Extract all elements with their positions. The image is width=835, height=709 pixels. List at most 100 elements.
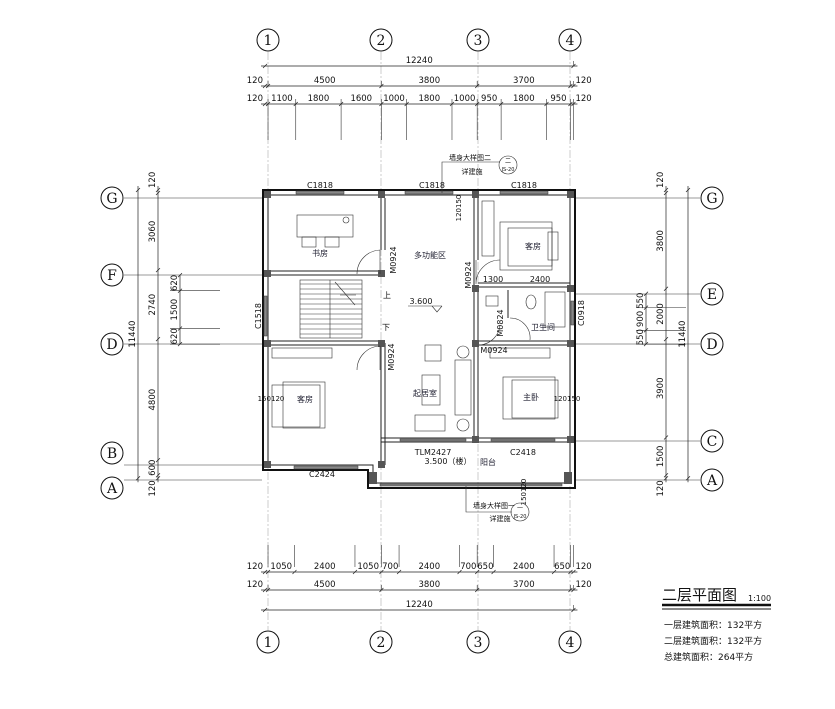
- door-label: M0924: [480, 346, 507, 355]
- dimension-label: 1600: [350, 94, 372, 104]
- axis-label-column: 2: [377, 33, 386, 49]
- dimension-label: 3060: [148, 221, 158, 243]
- axis-label-row: A: [106, 481, 118, 497]
- dimension-label: 120: [148, 480, 158, 496]
- dimension-tick: [643, 291, 649, 297]
- room-balcony: 阳台: [480, 457, 496, 467]
- walls: [262, 189, 576, 489]
- callout-ref: 详建施: [462, 167, 483, 176]
- axis-bubble: [100, 441, 124, 465]
- dimension-label: 4500: [314, 580, 336, 590]
- axis-bubble: [700, 332, 724, 356]
- dimension-label: 650: [554, 562, 570, 572]
- wall-thickness-label: 120150: [455, 195, 463, 222]
- window-label: C2424: [309, 470, 335, 479]
- axis-bubble: [256, 28, 280, 52]
- dimension-label: 2400: [314, 562, 336, 572]
- axis-label-row: D: [106, 337, 117, 353]
- stair-arrow: [334, 281, 356, 306]
- plan-labels: C1818 C1818 C1818 C1518 C0918 C2424 C241…: [254, 181, 586, 505]
- axis-bubble: [466, 28, 490, 52]
- dimension-label: 1000: [454, 94, 476, 104]
- dimension-label: 4800: [148, 389, 158, 411]
- window-label: C1818: [307, 181, 333, 190]
- furniture: [271, 214, 566, 432]
- dimension-label: 550: [636, 329, 646, 345]
- axis-label-row: C: [707, 434, 718, 450]
- room-study: 书房: [312, 248, 328, 258]
- axis-label-column: 3: [474, 635, 483, 651]
- dimension-label: 1500: [656, 446, 666, 468]
- dimension-label: 1800: [418, 94, 440, 104]
- dimension-label: 11440: [678, 321, 688, 348]
- dimension-tick: [663, 435, 669, 440]
- dimension-label: 1100: [271, 94, 293, 104]
- room-multi-function: 多功能区: [414, 250, 446, 260]
- dimension-tick: [155, 476, 161, 481]
- dimension-label: 620: [170, 275, 180, 291]
- callout-number: 一: [517, 505, 523, 512]
- dimension-tick: [262, 101, 268, 107]
- axis-label-row: E: [707, 287, 717, 303]
- window-label: C1818: [419, 181, 445, 190]
- axis-label-column: 4: [566, 33, 575, 49]
- callout-title: 墙身大样图二: [449, 153, 491, 162]
- dimension-label: 1500: [170, 299, 180, 321]
- dimension-label: 620: [170, 328, 180, 344]
- dimension-tick: [155, 457, 161, 463]
- axis-label-column: 1: [264, 33, 273, 49]
- dimension-label: 120: [247, 76, 263, 86]
- dimension-tick: [262, 587, 268, 593]
- callout-sheet: JS-20: [501, 167, 515, 173]
- axis-label-row: G: [706, 191, 717, 207]
- axis-bubble: [100, 186, 124, 210]
- dimension-tick: [352, 569, 358, 575]
- dimension-label: 950: [481, 94, 497, 104]
- axis-bubble: [558, 630, 582, 654]
- dimension-tick: [155, 473, 161, 478]
- dimension-label: 2400: [513, 562, 535, 572]
- axis-label-column: 2: [377, 635, 386, 651]
- dimension-tick: [663, 286, 669, 292]
- dimension-tick: [155, 190, 161, 196]
- dimension-label: 550: [636, 293, 646, 309]
- stair-down-label: 下: [382, 323, 390, 332]
- dimension-tick: [155, 336, 161, 342]
- axis-bubble: [100, 332, 124, 356]
- dimension-label: 1050: [270, 562, 292, 572]
- dimension-label: 3900: [656, 378, 666, 400]
- dimension-label: 12240: [406, 600, 433, 610]
- dimension-tick: [177, 272, 183, 278]
- dimension-label: 1000: [383, 94, 405, 104]
- axis-label-column: 3: [474, 33, 483, 49]
- axis-label-column: 4: [566, 635, 575, 651]
- area-floor-2: 二层建筑面积：132平方: [664, 635, 762, 647]
- dimension-label: 120: [575, 94, 591, 104]
- axis-bubble: [700, 429, 724, 453]
- axis-bubble: [466, 630, 490, 654]
- axis-bubble: [100, 476, 124, 500]
- window-label: C1818: [511, 181, 537, 190]
- dimension-tick: [685, 187, 691, 193]
- axis-bubble: [700, 186, 724, 210]
- dimension-label: 12240: [406, 56, 433, 66]
- dimension-label: 600: [148, 460, 158, 476]
- closets: [271, 200, 551, 359]
- axis-label-row: D: [706, 337, 717, 353]
- dimension-tick: [262, 569, 268, 575]
- doors: [356, 249, 531, 371]
- dimension-tick: [663, 473, 669, 478]
- axis-bubble: [256, 630, 280, 654]
- axis-bubble: [700, 468, 724, 492]
- room-labels: 书房 多功能区 客房 客房 卫生间 起居室 主卧 阳台: [297, 241, 555, 467]
- dimension-label: 120: [575, 562, 591, 572]
- dimension-tick: [571, 569, 576, 575]
- door-label: M0824: [496, 309, 505, 336]
- dimension-label: 120: [247, 562, 263, 572]
- dimension-tick: [491, 569, 496, 575]
- title-block: 二层平面图 1:100 一层建筑面积：132平方 二层建筑面积：132平方 总建…: [662, 586, 771, 663]
- elevation-label: 3.600: [410, 297, 433, 306]
- dimension-tick: [568, 569, 573, 575]
- dimension-tick: [265, 569, 271, 575]
